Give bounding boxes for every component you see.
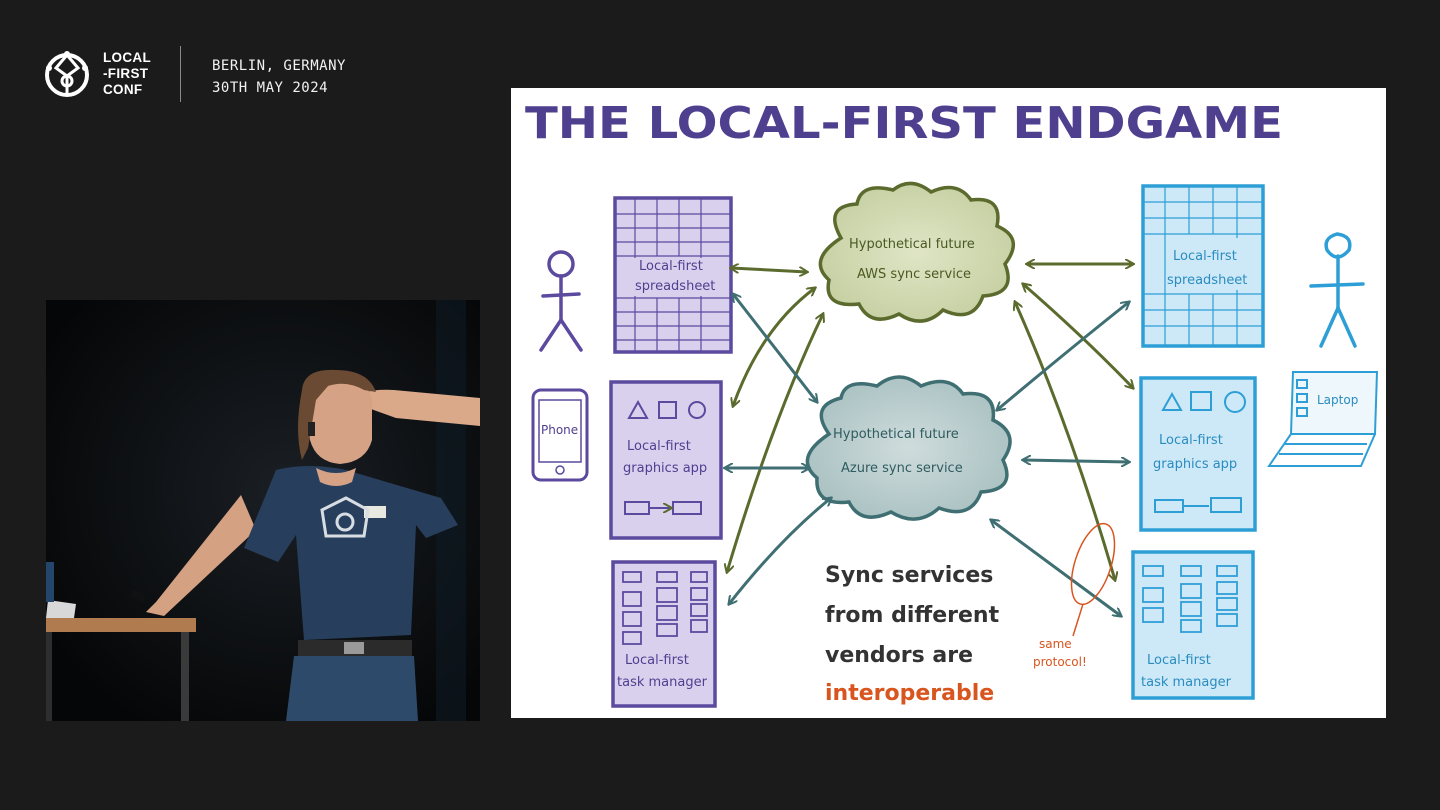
right-graphics-label-1: Local-first bbox=[1159, 433, 1223, 448]
conference-brand: LOCAL -FIRST CONF bbox=[103, 50, 151, 98]
right-spreadsheet-app: Local-first spreadsheet bbox=[1141, 184, 1265, 348]
right-task-manager-app: Local-first task manager bbox=[1131, 550, 1255, 700]
left-graphics-app: Local-first graphics app bbox=[609, 380, 723, 540]
speaker-figure bbox=[130, 369, 480, 721]
event-date: 30TH MAY 2024 bbox=[212, 80, 329, 96]
right-spreadsheet-label-1: Local-first bbox=[1173, 249, 1237, 264]
laptop-device: Laptop bbox=[1267, 371, 1379, 467]
right-spreadsheet-label-2: spreadsheet bbox=[1167, 273, 1247, 288]
phone-label: Phone bbox=[541, 423, 578, 437]
right-tasks-label-2: task manager bbox=[1141, 675, 1232, 690]
azure-cloud-label-2: Azure sync service bbox=[841, 461, 963, 476]
user-stick-figure-left bbox=[539, 250, 583, 352]
event-location: BERLIN, GERMANY bbox=[212, 58, 346, 74]
note-line-1: Sync services bbox=[825, 563, 993, 588]
right-graphics-app: Local-first graphics app bbox=[1139, 376, 1257, 532]
speaker-video bbox=[46, 300, 480, 721]
aws-sync-service-cloud: Hypothetical future AWS sync service bbox=[818, 181, 1015, 323]
left-spreadsheet-label-1: Local-first bbox=[639, 259, 703, 274]
phone-device: Phone bbox=[531, 388, 589, 482]
conference-logo-icon bbox=[45, 51, 89, 97]
annotation-line-2: protocol! bbox=[1033, 655, 1087, 669]
annotation-line-1: same bbox=[1039, 637, 1072, 651]
interoperability-note: Sync services from different vendors are… bbox=[825, 563, 1000, 706]
note-line-2: from different bbox=[825, 603, 1000, 628]
aws-cloud-label-2: AWS sync service bbox=[857, 267, 971, 282]
lectern-desk bbox=[46, 562, 196, 721]
left-graphics-label-2: graphics app bbox=[623, 461, 707, 476]
slide-title: THE LOCAL-FIRST ENDGAME bbox=[525, 98, 1283, 149]
note-highlight: interoperable bbox=[825, 681, 994, 706]
right-graphics-label-2: graphics app bbox=[1153, 457, 1237, 472]
left-graphics-label-1: Local-first bbox=[627, 439, 691, 454]
azure-sync-arrows bbox=[725, 294, 1129, 616]
left-spreadsheet-label-2: spreadsheet bbox=[635, 279, 715, 294]
header-divider bbox=[180, 46, 181, 102]
same-protocol-annotation: same protocol! bbox=[1033, 522, 1116, 669]
left-task-manager-app: Local-first task manager bbox=[611, 560, 717, 708]
brand-line: CONF bbox=[103, 82, 143, 97]
left-spreadsheet-app: Local-first spreadsheet bbox=[613, 196, 733, 354]
aws-cloud-label-1: Hypothetical future bbox=[849, 237, 975, 252]
azure-cloud-label-1: Hypothetical future bbox=[833, 427, 959, 442]
right-tasks-label-1: Local-first bbox=[1147, 653, 1211, 668]
brand-line: LOCAL bbox=[103, 50, 151, 65]
note-line-3: vendors are bbox=[825, 643, 973, 668]
azure-sync-service-cloud: Hypothetical future Azure sync service bbox=[805, 375, 1012, 521]
presentation-slide: THE LOCAL-FIRST ENDGAME Phone bbox=[511, 88, 1386, 718]
event-info: BERLIN, GERMANY 30TH MAY 2024 bbox=[212, 55, 346, 99]
brand-line: -FIRST bbox=[103, 66, 149, 81]
laptop-label: Laptop bbox=[1317, 393, 1358, 407]
left-tasks-label-1: Local-first bbox=[625, 653, 689, 668]
left-tasks-label-2: task manager bbox=[617, 675, 708, 690]
user-stick-figure-right bbox=[1309, 232, 1365, 348]
